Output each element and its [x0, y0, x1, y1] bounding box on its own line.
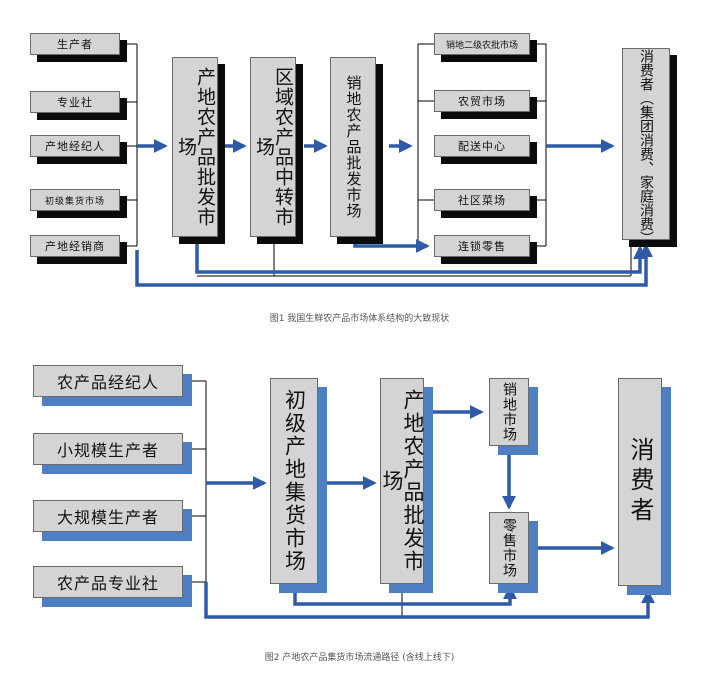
fig2-consumer-label: 消费者	[626, 437, 654, 527]
fig2-source-coop: 农产品专业社	[33, 566, 183, 598]
fig2-source-label: 农产品经纪人	[56, 373, 159, 392]
fig1-source-distributor: 产地经销商	[30, 235, 120, 257]
fig2-source-large-producer: 大规模生产者	[33, 500, 183, 532]
fig1-outlet-chain-retail: 连锁零售	[434, 235, 530, 257]
fig1-outlet-farmers-market: 农贸市场	[434, 90, 530, 112]
fig1-outlet-label: 销地二级农批市场	[445, 40, 518, 51]
fig1-regional-label: 区域农产品中转市场	[253, 67, 294, 227]
fig1-arrows	[135, 139, 653, 287]
fig1-source-coop: 专业社	[30, 91, 120, 113]
fig2-origin-wholesale-market: 产地农产品批发市场	[380, 378, 425, 584]
fig1-outlet-label: 社区菜场	[458, 194, 506, 207]
fig2-origin-wholesale-label: 产地农产品批发市场	[380, 389, 425, 573]
fig2-source-label: 小规模生产者	[56, 441, 159, 460]
fig1-caption: 图1 我国生鲜农产品市场体系结构的大致现状	[269, 314, 450, 324]
fig1-source-broker: 产地经纪人	[30, 135, 120, 157]
fig2-arrows	[204, 405, 655, 619]
fig1-source-label: 专业社	[57, 96, 93, 109]
fig2-collection-market: 初级产地集货市场	[270, 378, 318, 584]
fig1-outlet-label: 配送中心	[458, 140, 506, 153]
fig2-source-broker: 农产品经纪人	[33, 365, 183, 397]
fig1-source-label: 生产者	[57, 38, 93, 51]
fig1-source-label: 产地经纪人	[45, 140, 105, 153]
fig2-source-label: 大规模生产者	[56, 508, 159, 527]
fig1-regional-transfer-market: 区域农产品中转市场	[250, 57, 296, 237]
fig2-retail-market-label: 零售市场	[501, 518, 517, 578]
fig1-outlet-label: 连锁零售	[458, 240, 506, 253]
fig1-source-collection-market: 初级集货市场	[30, 189, 120, 211]
fig2-source-small-producer: 小规模生产者	[33, 433, 183, 465]
fig1-source-producer: 生产者	[30, 33, 120, 55]
fig1-origin-wholesale-market: 产地农产品批发市场	[172, 57, 218, 237]
fig2-caption: 图2 产地农产品集货市场流通路径 (含线上线下)	[264, 653, 455, 663]
fig2-sales-market-label: 销地市场	[501, 382, 517, 442]
fig1-source-label: 产地经销商	[45, 240, 105, 253]
fig1-sales-wholesale-market: 销地农产品批发市场	[330, 57, 376, 237]
fig1-source-label: 初级集货市场	[44, 196, 105, 207]
fig1-origin-wholesale-label: 产地农产品批发市场	[175, 67, 216, 227]
fig1-outlet-label: 农贸市场	[458, 95, 506, 108]
fig2-retail-market: 零售市场	[489, 512, 529, 584]
fig1-outlet-secondary-market: 销地二级农批市场	[434, 33, 530, 55]
fig2-sales-market: 销地市场	[489, 378, 529, 446]
fig1-outlet-distribution-center: 配送中心	[434, 135, 530, 157]
fig1-outlet-community-market: 社区菜场	[434, 189, 530, 211]
fig1-consumer: 消费者（集团消费、家庭消费）	[622, 48, 670, 245]
fig2-source-label: 农产品专业社	[56, 574, 159, 593]
fig1-consumer-label: 消费者（集团消费、家庭消费）	[638, 49, 654, 245]
fig2-collection-label: 初级产地集货市场	[282, 389, 307, 573]
fig2-consumer: 消费者	[618, 378, 662, 586]
fig1-sales-wholesale-label: 销地农产品批发市场	[344, 75, 363, 219]
